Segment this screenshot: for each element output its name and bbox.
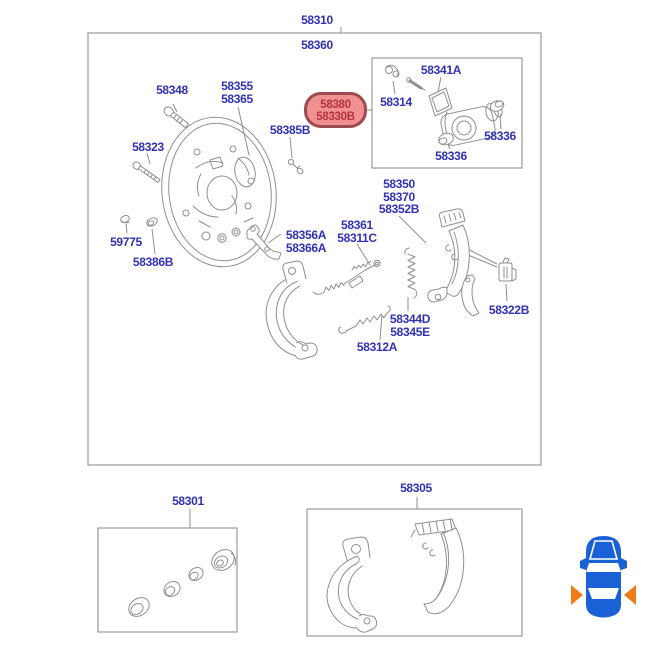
part-label-58323[interactable]: 58323 <box>132 140 164 154</box>
selected-part-line2: 58330B <box>316 111 355 123</box>
assembly-label[interactable]: 58310 58360 <box>301 1 333 64</box>
kit-label-58305[interactable]: 58305 <box>400 481 432 495</box>
part-label-58361-58311C[interactable]: 58361 58311C <box>337 218 377 245</box>
assembly-label-line1: 58310 <box>301 12 333 27</box>
return-spring-58344D <box>404 247 418 299</box>
part-label-58385B[interactable]: 58385B <box>269 123 311 137</box>
front-brake-shoe <box>265 260 318 360</box>
part-label-59775[interactable]: 59775 <box>110 235 142 249</box>
left-arrow-icon <box>571 585 583 605</box>
spring-clip-58314 <box>385 64 400 78</box>
part-label-58350-58370-58352B[interactable]: 58350 58370 58352B <box>378 177 420 216</box>
cylinder-boot-right-58336 <box>489 100 505 112</box>
part-label-58322B[interactable]: 58322B <box>488 303 530 317</box>
brake-backing-plate <box>161 116 277 268</box>
clip-58385B <box>287 158 304 175</box>
cylinder-boot-left-58336 <box>438 132 454 146</box>
assembly-label-line2: 58360 <box>301 37 333 52</box>
car-location-badge <box>571 536 636 618</box>
car-top-view-icon <box>580 536 627 618</box>
part-label-58386B[interactable]: 58386B <box>132 255 174 269</box>
part-label-58336-right[interactable]: 58336 <box>484 129 516 143</box>
kit-58305-shoes <box>326 518 465 633</box>
plug-58386B <box>146 217 158 227</box>
cap-59775 <box>120 215 130 224</box>
part-label-58356A-58366A[interactable]: 58356A 58366A <box>285 228 327 255</box>
parking-brake-lever <box>246 224 282 260</box>
kit-shoe-left <box>326 536 378 633</box>
shoe-hold-clip-58322B <box>498 257 517 282</box>
main-assembly-box <box>87 32 542 466</box>
bolt-58323 <box>132 161 161 184</box>
kit-label-58301[interactable]: 58301 <box>172 494 204 508</box>
wheel-cylinder-kit-box <box>371 57 523 169</box>
return-spring-58312A <box>338 305 391 334</box>
part-label-58336-bottom[interactable]: 58336 <box>435 149 467 163</box>
part-label-58344D-58345E[interactable]: 58344D 58345E <box>389 312 431 339</box>
shoe-kit-box <box>306 508 523 637</box>
bolt-58348 <box>163 106 189 128</box>
part-label-58348[interactable]: 58348 <box>156 83 188 97</box>
right-arrow-icon <box>624 585 636 605</box>
kit-shoe-right <box>410 518 465 615</box>
selected-part-line1: 58380 <box>320 99 351 111</box>
kit-58301-parts <box>128 549 236 617</box>
part-label-58312A[interactable]: 58312A <box>356 340 398 354</box>
part-label-58314[interactable]: 58314 <box>380 95 412 109</box>
gasket-58341A <box>428 87 453 117</box>
part-label-58355-58365[interactable]: 58355 58365 <box>221 79 253 106</box>
wheel-cylinder-body <box>440 102 503 146</box>
shoe-strut-lever <box>461 274 480 317</box>
selected-part-label[interactable]: 58380 58330B <box>304 92 367 128</box>
adjuster-assembly <box>312 259 381 295</box>
rear-brake-shoe <box>427 208 470 303</box>
bleeder-screw <box>406 77 426 91</box>
part-label-58341A[interactable]: 58341A <box>420 63 462 77</box>
cylinder-repair-kit-box <box>97 527 238 633</box>
